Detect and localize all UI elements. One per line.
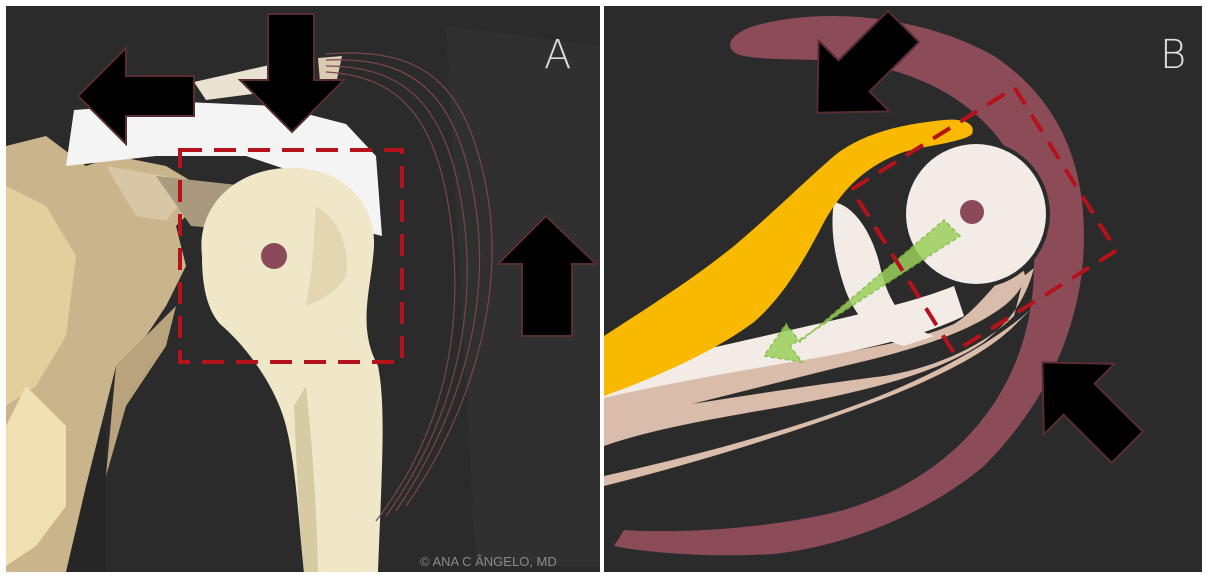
rotation-center-dot-b — [960, 200, 984, 224]
panel-label-b: B — [1160, 32, 1187, 78]
copyright-symbol: © — [420, 554, 430, 569]
panel-b-illustration — [604, 6, 1202, 572]
panel-a: A © ANA C ÂNGELO, MD — [6, 6, 600, 572]
rotation-center-dot — [261, 243, 287, 269]
credit-text: ANA C ÂNGELO, MD — [433, 554, 557, 569]
panel-b: B — [604, 6, 1202, 572]
credit-line: © ANA C ÂNGELO, MD — [420, 554, 557, 569]
panel-label-a: A — [544, 32, 572, 78]
panel-a-illustration — [6, 6, 600, 572]
